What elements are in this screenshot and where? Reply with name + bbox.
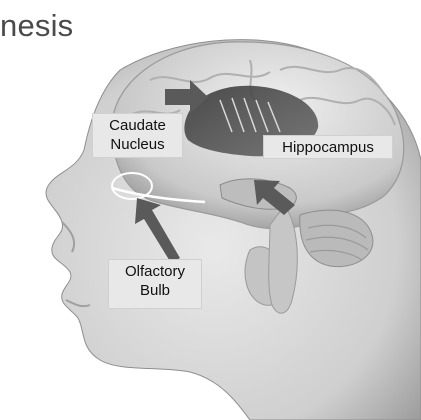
hippocampus-label: Hippocampus [263, 135, 393, 159]
olfactory-label-line-1: Olfactory [113, 262, 197, 281]
olfactory-label-line-2: Bulb [113, 281, 197, 300]
caudate-label-line-1: Caudate [97, 116, 178, 135]
caudate-nucleus-label: Caudate Nucleus [92, 113, 183, 158]
olfactory-bulb-label: Olfactory Bulb [108, 259, 202, 309]
caudate-label-line-2: Nucleus [97, 135, 178, 154]
